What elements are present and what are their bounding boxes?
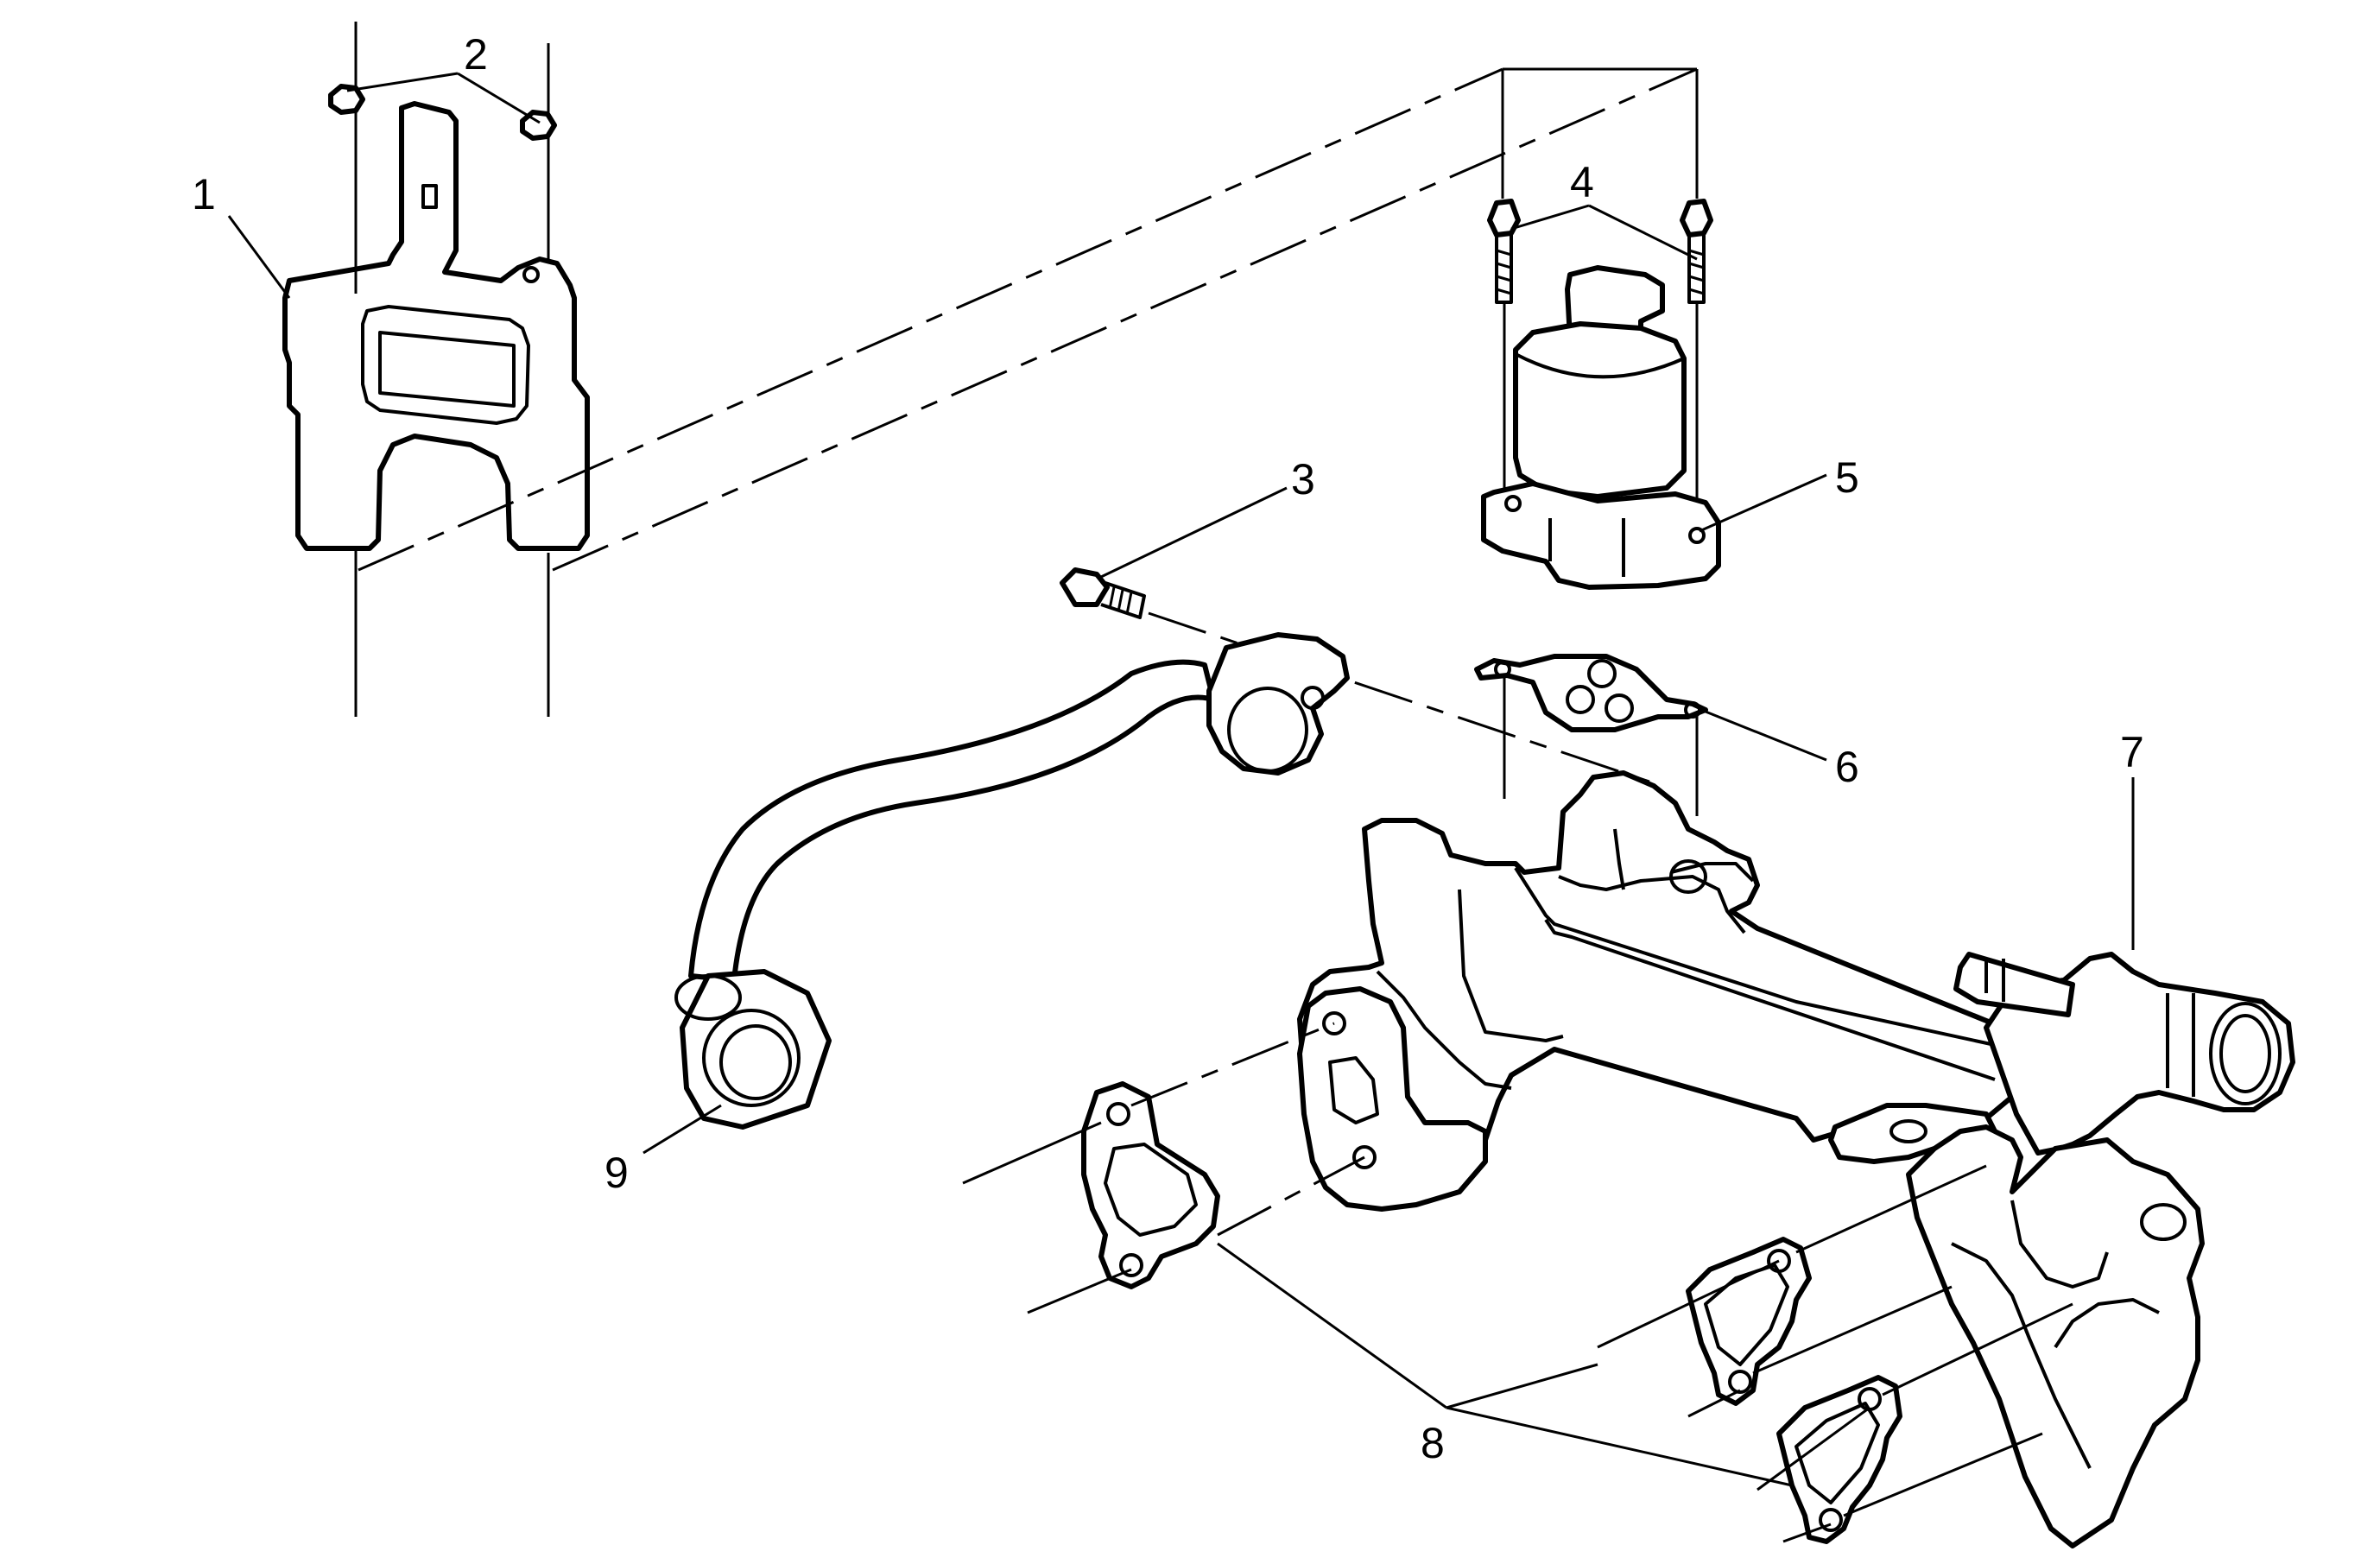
manifold-flange-part: [1297, 986, 1488, 1212]
alignment-dashed-line: [358, 67, 1503, 572]
callout-leader-9: [642, 1104, 722, 1155]
callout-leader-1: [227, 215, 291, 299]
gasket-part: [1776, 1375, 1902, 1544]
gasket-part: [1686, 1237, 1812, 1406]
callout-label-4: 4: [1570, 158, 1594, 206]
bolt-part: [1060, 567, 1146, 619]
callout-label-1: 1: [192, 170, 216, 218]
egr-cooler-part: [1297, 770, 2295, 1548]
alignment-dashed-line: [552, 67, 1698, 572]
gasket-part: [1474, 654, 1708, 732]
callout-leader-4: [1588, 204, 1698, 261]
alignment-dashed-line: [1130, 1022, 1335, 1107]
callout-leader-8: [1446, 1406, 1793, 1487]
alignment-dashed-line: [1148, 611, 1650, 783]
callout-leader-3: [1100, 486, 1288, 579]
callout-leader-6: [1705, 710, 1827, 762]
leader-line: [1843, 1432, 2043, 1517]
egr-valve-part: [1481, 265, 1721, 590]
leader-line: [962, 1121, 1102, 1185]
callout-leader-5: [1699, 473, 1827, 533]
callout-label-5: 5: [1835, 453, 1859, 502]
leader-line: [1597, 1259, 1780, 1349]
gasket-part: [1081, 1081, 1220, 1289]
leader-line: [1687, 1389, 1741, 1418]
callout-leader-4: [1510, 204, 1590, 231]
callout-label-7: 7: [2120, 728, 2144, 776]
alignment-dashed-line: [1217, 1156, 1365, 1237]
leader-line: [1027, 1268, 1132, 1314]
callout-label-6: 6: [1835, 743, 1859, 791]
egr-pipe-part: [674, 632, 1350, 1130]
bracket-part: [282, 101, 590, 551]
callout-label-2: 2: [464, 30, 488, 79]
leader-line: [1752, 1285, 1953, 1375]
leader-line: [1795, 1164, 1987, 1254]
leader-line: [1757, 1406, 1870, 1491]
callout-leader-8: [1217, 1242, 1447, 1409]
callout-leader-2: [346, 72, 459, 92]
nut-part: [328, 84, 557, 141]
callout-leader-2: [457, 72, 541, 124]
leader-line: [1882, 1302, 2073, 1396]
callout-label-8: 8: [1421, 1419, 1445, 1467]
callout-leader-8: [1446, 1363, 1598, 1409]
callout-label-9: 9: [604, 1149, 629, 1197]
leader-line: [1782, 1523, 1832, 1543]
callout-label-3: 3: [1291, 455, 1315, 503]
